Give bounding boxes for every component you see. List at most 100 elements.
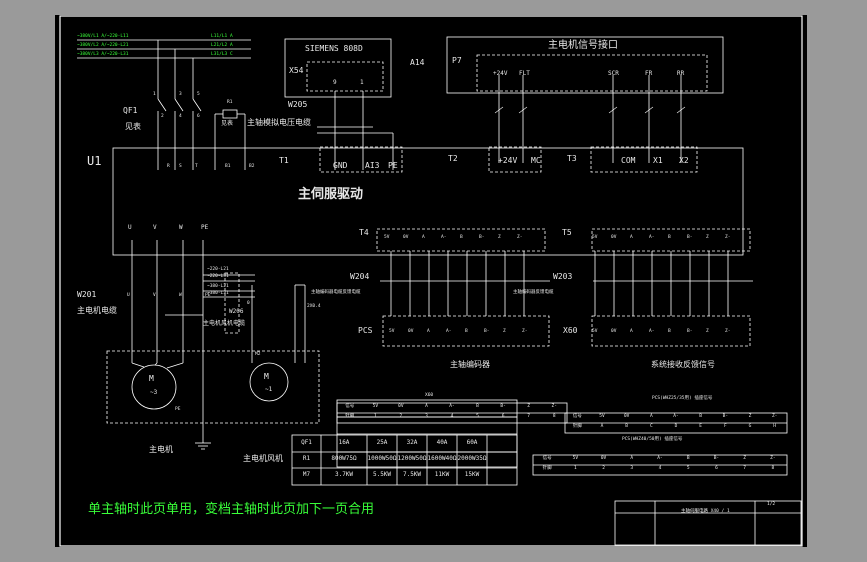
p7-pin-flt: FLT [519,70,530,77]
pcs1-table-col-1: 0V [623,414,630,419]
p7-title: 主电机信号接口 [548,40,618,51]
p7-pin-scr: SCR [608,70,619,77]
spec-cell-1-3: 11KW [434,471,450,478]
pcs-label: PCS [358,326,373,335]
t4-pin-4: B [460,235,463,240]
fan-label-1: ~220-L21 [207,267,229,272]
pcs2-table-cell-2: 3 [630,466,634,471]
pcs1-table-cell-1: B [625,424,629,429]
t3-label: T3 [567,154,577,163]
supply-label-2: ~380V/L2 A/~220-L21 [77,43,129,48]
pin-t: T [195,164,198,169]
pcs2-table-col-0: 5V [572,456,579,461]
pcs2-table-cell-4: 5 [686,466,690,471]
pcs1-table-cell-3: D [674,424,678,429]
x60-table-cell-6: 7 [527,414,530,419]
pcs1-table-col-2: A [649,414,653,419]
siemens-pin-9: 9 [333,79,337,86]
x60-table-col-3: A- [449,404,455,409]
pcs2-table-col-5: B- [713,456,720,461]
qf1-pin-6: 6 [197,114,200,119]
t1-pin-pe: PE [388,161,398,170]
w201-pin-v: V [153,293,156,298]
x60-table-col-6: Z [527,404,530,409]
t4-pin-2: A [422,235,425,240]
x60-pin-4: B [668,329,671,334]
x60-pin-3: A- [649,329,655,334]
pin-s: S [179,164,182,169]
pcs2-table-cell-6: 7 [743,466,747,471]
qf1-pin-3: 3 [179,92,182,97]
t3-pin-x2: X2 [679,156,689,165]
t5-pin-3: A- [649,235,655,240]
t5-pin-1: 0V [611,235,617,240]
spec-cell-1-2: 7.5KW [402,471,422,478]
fan-desc: 主电机风机电缆 [203,320,246,327]
w205-desc: 主轴模拟电压电缆 [247,118,311,127]
fan-motor-code: M2 [255,352,261,357]
spec-cell-0-4: 2000W35Ω [457,455,487,462]
siemens-title: SIEMENS 808D [305,44,363,53]
qf1-pin-5: 5 [197,92,200,97]
out-pin-v: V [153,224,157,231]
spec-cell-0-2: 1200W50Ω [397,455,427,462]
pcs1-table-cell-5: F [723,424,727,429]
title-block-sheet: 1/2 [767,502,776,507]
pcs-pin-0: 5V [389,329,395,334]
t2-pin-24v: +24V [498,156,518,165]
supply-right-label-3: L31/L3 C [211,52,233,57]
pcs2-table-col-2: A [630,456,634,461]
t4-pin-3: A- [441,235,447,240]
pcs1-table-cell-4: E [699,424,703,429]
w201-pin-u: U [127,293,130,298]
x60-table-cell-7: 8 [552,414,556,419]
x60-table-col-1: 0V [398,404,404,409]
motor-title: 主电机 [149,445,173,454]
w201-pin-pe: PE [205,293,211,298]
t3-pin-x1: X1 [653,156,663,165]
pcs2-table-col-1: 0V [600,456,607,461]
t2-pin-mc: MC [531,156,541,165]
drawing-sheet: ~380V/L1 A/~220-L11 ~380V/L2 A/~220-L21 … [55,15,807,547]
pcs1-table-cell-2: C [649,424,653,429]
spec-header-4: 40A [436,439,448,446]
t3-pin-com: COM [621,156,636,165]
pcs1-table-col-4: B [699,414,703,419]
out-pin-pe: PE [201,224,209,231]
fan-motor-title: 主电机风机 [243,454,283,463]
pcs1-table-cell-6: G [748,424,752,429]
pin-b1: B1 [225,164,231,169]
x60-pin-1: 0V [611,329,617,334]
pcs2-table-cell-7: 8 [771,466,775,471]
x60-pin-5: B- [687,329,693,334]
pcs1-table-col-5: B- [722,414,729,419]
pcs2-table-cell-5: 6 [715,466,718,471]
pcs-pin-7: Z- [522,329,528,334]
w204-desc: 主轴编码器电缆反馈电缆 [311,290,361,295]
schematic-lines [59,15,803,547]
qf1-pin-2: 2 [161,114,164,119]
pcs1-table-col-0: 5V [599,414,605,419]
pcs2-table-col-7: Z- [770,456,776,461]
pcs1-table-col-3: A- [673,414,679,419]
pcs-pin-5: B- [484,329,490,334]
qf1-desc: 见表 [125,122,141,131]
t5-pin-2: A [630,235,633,240]
fan-motor-label: M [264,372,269,381]
x60-table-col-7: Z- [551,404,557,409]
spec-cell-1-0: 3.7KW [334,471,354,478]
w201-desc: 主电机电缆 [77,306,117,315]
x60-label: X60 [563,326,578,335]
fan-pin: 0 [247,301,250,306]
w205-code: W205 [288,100,308,109]
motor-pe: PE [175,407,181,412]
pcs2-table-cell-3: 4 [658,466,662,471]
fan-label-2: ~220-L31 [207,274,229,279]
pcs1-table-col-6: Z [748,414,752,419]
t5-pin-5: B- [687,235,693,240]
pcs1-table-cell-0: A [600,424,604,429]
t5-label: T5 [562,228,572,237]
x60-table-title: X60 [425,393,434,398]
page-note: 单主轴时此页单用，变档主轴时此页加下一页合用 [88,502,375,517]
spec-header-1: 16A [338,439,350,446]
